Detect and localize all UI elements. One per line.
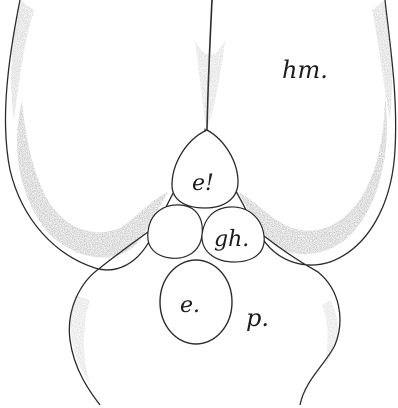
label-gh: gh. (214, 227, 249, 252)
left-upper-shading (11, 0, 34, 120)
right-upper-shading (372, 0, 392, 120)
label-p: p. (246, 304, 269, 332)
label-e-prime: e! (192, 171, 214, 196)
epiphysis-outline (172, 130, 238, 208)
habenula-left-lobe (148, 205, 203, 258)
label-e: e. (180, 293, 200, 318)
posterior-shading-right (322, 300, 338, 365)
label-hm: hm. (282, 56, 328, 84)
posterior-shading-left (70, 295, 90, 385)
